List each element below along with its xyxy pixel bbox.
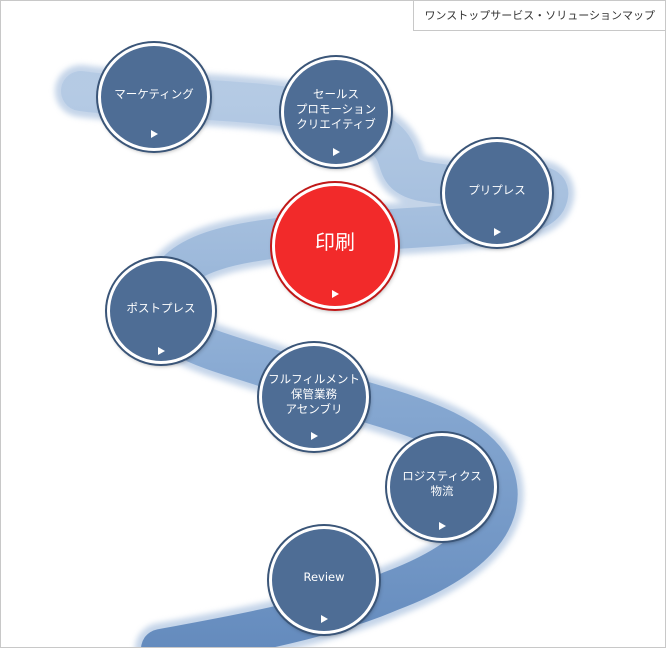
node-printing-label: 印刷 (315, 230, 355, 254)
node-printing[interactable]: 印刷 (272, 183, 398, 309)
play-arrow-icon (151, 130, 158, 138)
node-prepress-label: プリプレス (468, 182, 526, 197)
node-review-label: Review (303, 569, 345, 584)
node-prepress[interactable]: プリプレス (442, 139, 552, 247)
play-arrow-icon (439, 522, 446, 530)
play-arrow-icon (311, 432, 318, 440)
node-logistics-label: ロジスティクス 物流 (402, 469, 482, 498)
node-review[interactable]: Review (269, 526, 379, 634)
road (61, 71, 569, 647)
node-fulfillment-label: フルフィルメント 保管業務 アセンブリ (268, 371, 360, 416)
map-title: ワンストップサービス・ソリューションマップ (413, 1, 665, 31)
node-sales-promotion-label: セールス プロモーション クリエイティブ (295, 86, 377, 131)
node-logistics[interactable]: ロジスティクス 物流 (387, 433, 497, 541)
play-arrow-icon (158, 347, 165, 355)
node-postpress[interactable]: ポストプレス (107, 258, 215, 364)
node-marketing-label: マーケティング (114, 86, 194, 101)
play-arrow-icon (332, 290, 339, 298)
play-arrow-icon (333, 148, 340, 156)
node-marketing[interactable]: マーケティング (98, 43, 210, 151)
play-arrow-icon (494, 228, 501, 236)
node-fulfillment[interactable]: フルフィルメント 保管業務 アセンブリ (259, 343, 369, 451)
node-postpress-label: ポストプレス (126, 300, 196, 315)
node-sales-promotion[interactable]: セールス プロモーション クリエイティブ (281, 57, 391, 167)
play-arrow-icon (321, 615, 328, 623)
